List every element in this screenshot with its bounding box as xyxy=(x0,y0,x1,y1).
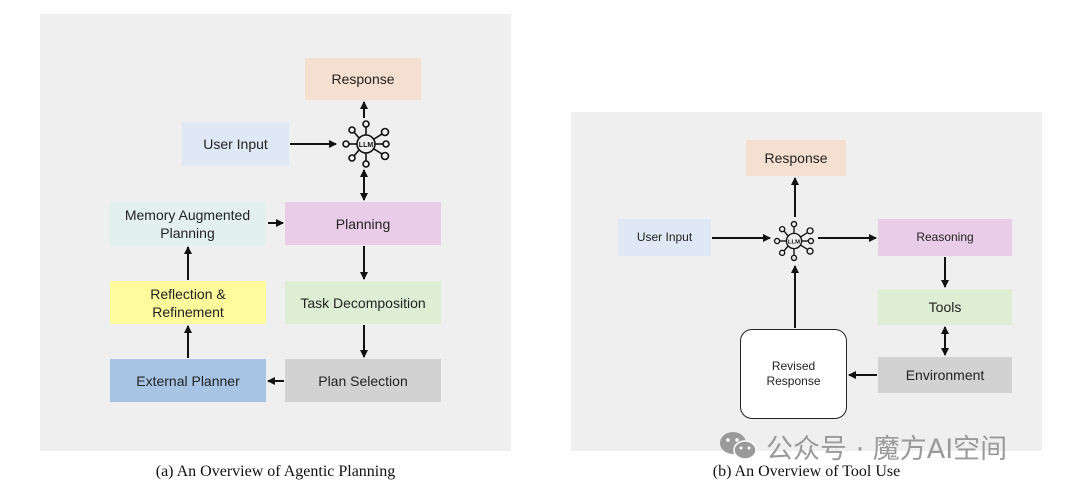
left-response-box: Response xyxy=(305,58,421,100)
left-caption: (a) An Overview of Agentic Planning xyxy=(155,463,396,480)
external-planner-box: External Planner xyxy=(110,359,266,402)
plan-selection-box: Plan Selection xyxy=(285,359,441,402)
tools-box: Tools xyxy=(878,289,1012,325)
right-caption: (b) An Overview of Tool Use xyxy=(712,463,901,480)
wechat-icon xyxy=(720,432,757,460)
reasoning-box: Reasoning xyxy=(878,219,1012,256)
right-user-input-box: User Input xyxy=(618,219,711,256)
left-user-input-box: User Input xyxy=(182,122,289,166)
reflection-refinement-box: Reflection & Refinement xyxy=(110,281,266,324)
task-decomposition-box: Task Decomposition xyxy=(285,281,441,324)
llm-icon: LLM xyxy=(773,220,815,262)
llm-label: LLM xyxy=(359,142,374,149)
watermark-text: 公众号 · 魔方AI空间 xyxy=(766,433,1008,465)
llm-label: LLM xyxy=(788,240,800,246)
revised-response-box: Revised Response xyxy=(740,329,847,419)
llm-icon: LLM xyxy=(342,120,390,168)
watermark: 公众号 · 魔方AI空间 xyxy=(718,428,1008,465)
planning-box: Planning xyxy=(285,202,441,245)
environment-box: Environment xyxy=(878,357,1012,393)
right-response-box: Response xyxy=(746,140,846,176)
memory-augmented-planning-box: Memory Augmented Planning xyxy=(109,202,266,245)
